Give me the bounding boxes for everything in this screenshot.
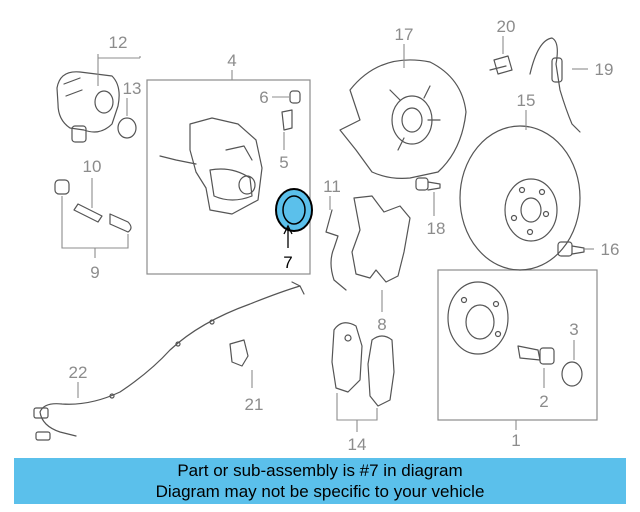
carrier-bolt-part[interactable] — [415, 177, 441, 191]
banner-line-2: Diagram may not be specific to your vehi… — [155, 482, 485, 501]
callout-20[interactable]: 20 — [497, 17, 516, 36]
guide-pin-part[interactable] — [54, 179, 132, 233]
caliper-body-part[interactable] — [159, 117, 263, 215]
brake-disc-part[interactable] — [459, 125, 581, 271]
hub-group-box — [437, 269, 598, 421]
splash-shield-part[interactable] — [339, 59, 467, 179]
callout-12[interactable]: 12 — [109, 33, 128, 52]
o-ring-part[interactable] — [117, 117, 137, 139]
info-banner: Part or sub-assembly is #7 in diagram Di… — [14, 458, 626, 504]
callout-14[interactable]: 14 — [348, 435, 367, 454]
caliper-group-box — [146, 79, 311, 275]
callout-9[interactable]: 9 — [90, 263, 99, 282]
callout-17[interactable]: 17 — [395, 25, 414, 44]
wheel-hub-part[interactable] — [447, 281, 509, 355]
seal-part-7[interactable] — [275, 188, 313, 232]
axle-bolt-part[interactable] — [517, 345, 555, 365]
clip-part[interactable] — [489, 55, 513, 75]
bleeder-cap-part[interactable] — [281, 90, 301, 131]
dust-cap-part[interactable] — [561, 361, 583, 387]
callout-11[interactable]: 11 — [323, 177, 341, 196]
speed-sensor-harness-part[interactable] — [33, 281, 305, 441]
brake-pads-part[interactable] — [331, 322, 395, 407]
callout-16[interactable]: 16 — [601, 240, 620, 259]
banner-line-1: Part or sub-assembly is #7 in diagram — [177, 461, 463, 480]
callout-10[interactable]: 10 — [83, 157, 102, 176]
callout-19[interactable]: 19 — [595, 60, 614, 79]
callout-22[interactable]: 22 — [69, 363, 88, 382]
callout-18[interactable]: 18 — [427, 219, 446, 238]
callout-4[interactable]: 4 — [227, 51, 236, 70]
callout-7[interactable]: 7 — [283, 253, 292, 272]
callout-2[interactable]: 2 — [539, 392, 548, 411]
callout-6[interactable]: 6 — [259, 88, 268, 107]
callout-3[interactable]: 3 — [569, 320, 578, 339]
brake-hose-part[interactable] — [529, 37, 581, 133]
spring-clip-part[interactable] — [325, 209, 347, 291]
callout-1[interactable]: 1 — [511, 431, 520, 450]
callout-15[interactable]: 15 — [517, 91, 536, 110]
callout-21[interactable]: 21 — [245, 395, 264, 414]
caliper-carrier-part[interactable] — [351, 195, 411, 283]
callout-8[interactable]: 8 — [377, 315, 386, 334]
disc-bolt-part[interactable] — [557, 241, 585, 257]
sensor-bracket-part[interactable] — [229, 339, 249, 367]
callout-13[interactable]: 13 — [123, 79, 142, 98]
caliper-motor-part[interactable] — [56, 71, 120, 143]
callout-5[interactable]: 5 — [279, 153, 288, 172]
